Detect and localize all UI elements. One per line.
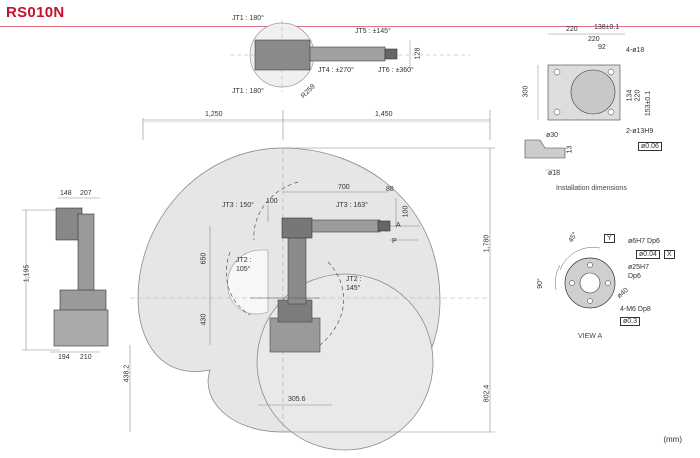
jt2-label-b: JT2 : [346, 276, 362, 283]
inst-dim-300: 300 [522, 85, 530, 98]
flange-x-box: X [664, 250, 675, 259]
flange-y-box: Y [604, 234, 615, 243]
flange-dp6: Dp6 [628, 273, 641, 280]
jt2-label-a-angle: 105° [236, 266, 251, 273]
installation-caption: Installation dimensions [556, 185, 627, 192]
dim-650: 650 [200, 252, 208, 265]
inst-dim-220b: 220 [588, 36, 600, 43]
flange-tol1: ø0.04 [636, 250, 660, 259]
dim-430: 430 [200, 313, 208, 326]
flange-tol2: ø0.3 [620, 317, 641, 326]
flange-drawing [554, 247, 616, 309]
dim-700: 700 [338, 184, 350, 191]
dim-8024: 802.4 [483, 384, 491, 403]
model-title: RS010N [6, 4, 65, 21]
inst-pin: 2-ø13H9 [626, 128, 654, 135]
dim-1195: 1,195 [23, 264, 31, 283]
dim-100a: 100 [266, 198, 278, 205]
inst-tol: ø0.06 [638, 142, 662, 151]
dim-194: 194 [58, 354, 70, 361]
jt4-label: JT4 : ±270° [318, 67, 354, 74]
dim-1450: 1,450 [375, 111, 393, 118]
label-a: A [396, 222, 401, 229]
inst-dim-134: 134 [626, 89, 634, 102]
inst-dim-18: ø18 [548, 170, 561, 177]
jt2-label-b-angle: 145° [346, 285, 361, 292]
inst-dim-92: 92 [598, 44, 606, 51]
flange-d6: ø6H7 Dp6 [628, 238, 660, 245]
inst-dim-30: ø30 [546, 132, 559, 139]
dim-100b: 100 [402, 205, 410, 218]
installation-drawing [524, 33, 625, 171]
inst-dim-220a: 220 [566, 26, 578, 33]
inst-dim-220c: 220 [634, 89, 642, 102]
dim-1780: 1,780 [483, 234, 491, 253]
flange-angle-90: 90° [536, 278, 544, 289]
dim-207: 207 [80, 190, 92, 197]
inst-dim-138: 138±0.1 [594, 24, 620, 31]
flange-d25: ø25H7 [628, 264, 650, 271]
label-p: P [392, 238, 397, 245]
robot-top-view [230, 20, 470, 92]
dim-148: 148 [60, 190, 72, 197]
title-rule [0, 26, 700, 27]
dim-3056: 305.6 [288, 396, 306, 403]
view-a-caption: VIEW A [578, 333, 603, 340]
inst-dim-153: 153±0.1 [645, 90, 653, 117]
inst-dim-13: 13 [566, 145, 574, 154]
unit-label: (mm) [663, 435, 682, 444]
dim-88: 88 [386, 186, 394, 193]
dim-1250: 1,250 [205, 111, 223, 118]
jt2-label-a: JT2 : [236, 257, 252, 264]
jt1-label-a: JT1 : 180° [232, 15, 264, 22]
jt6-label: JT6 : ±360° [378, 67, 414, 74]
inst-hole: 4-ø18 [626, 47, 645, 54]
dim-128: 128 [414, 47, 422, 60]
dim-438: 438.2 [123, 364, 131, 383]
jt5-label: JT5 : ±145° [355, 28, 391, 35]
jt1-label-b: JT1 : 180° [232, 88, 264, 95]
dim-210: 210 [80, 354, 92, 361]
robot-main-view [250, 217, 391, 353]
robot-side-view [22, 197, 109, 353]
jt3-label-a: JT3 : 150° [222, 202, 254, 209]
jt3-label-b: JT3 : 163° [336, 202, 368, 209]
dimension-frame [129, 110, 495, 433]
flange-m6: 4-M6 Dp8 [620, 306, 651, 313]
